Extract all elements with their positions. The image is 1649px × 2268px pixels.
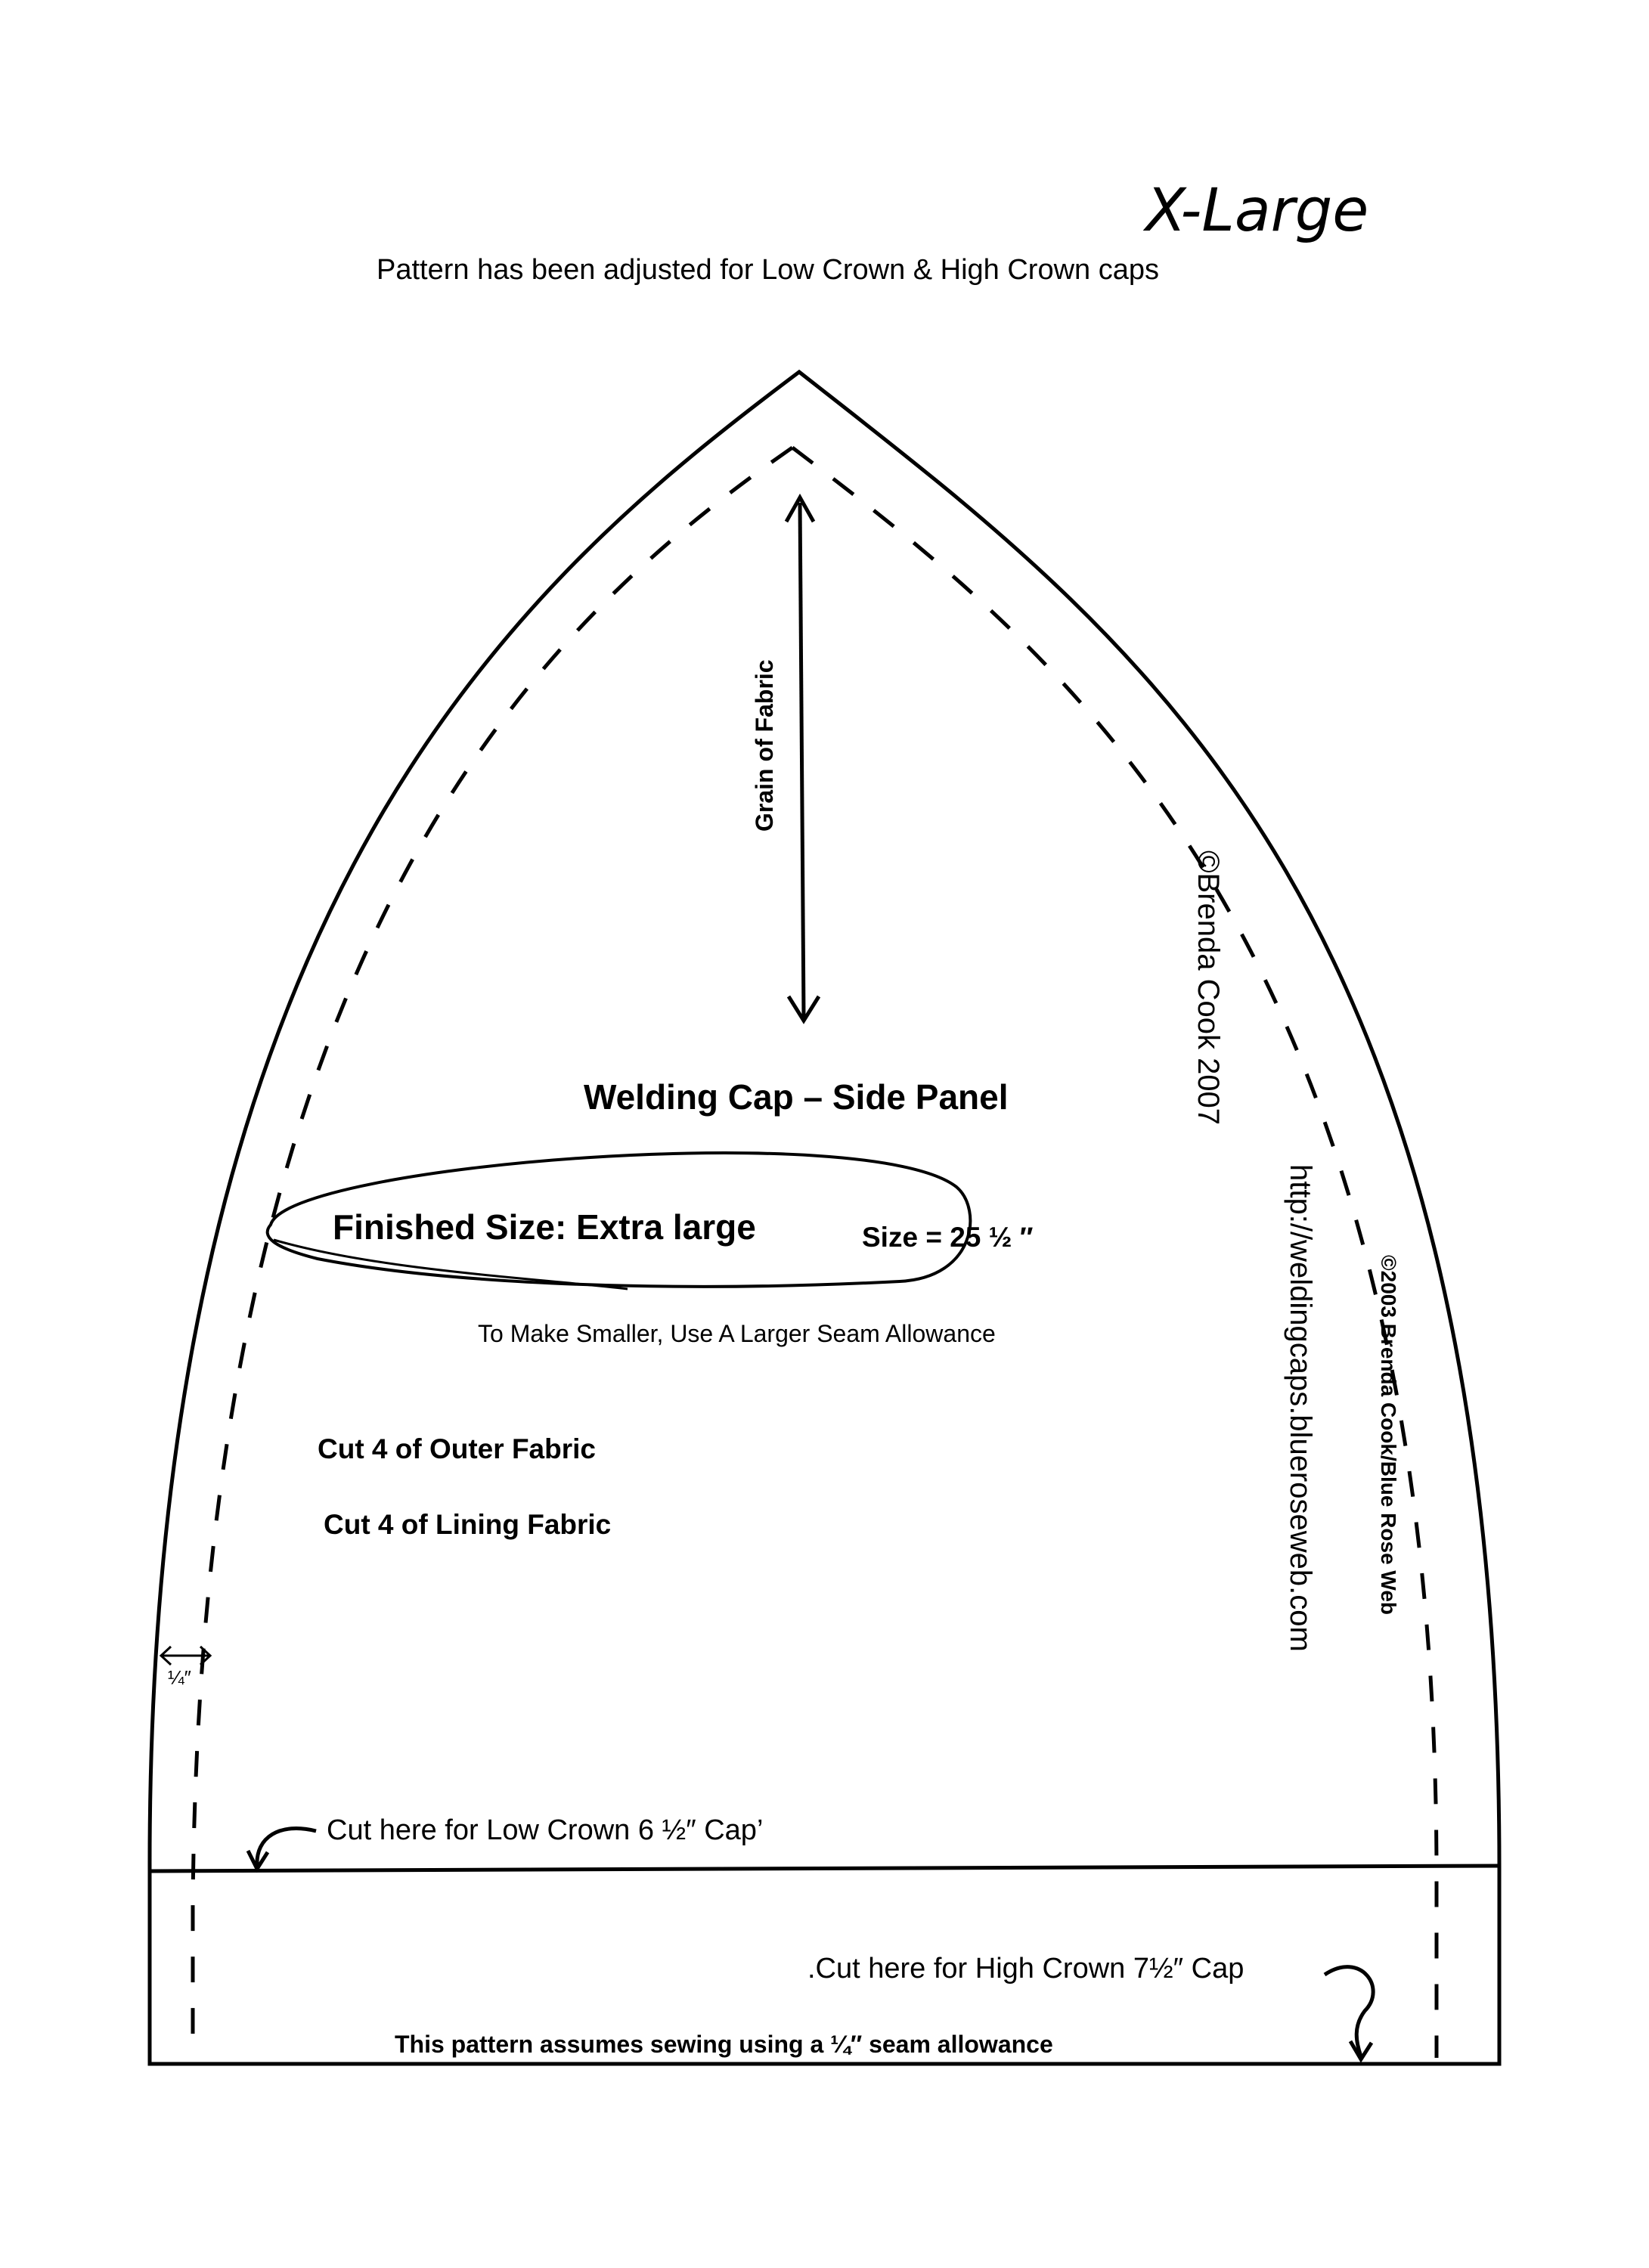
panel-outline <box>147 369 1502 2066</box>
grain-arrow-top-head <box>784 493 816 523</box>
adjust-note: Pattern has been adjusted for Low Crown … <box>377 254 1159 286</box>
grain-arrow-shaft <box>798 502 806 1018</box>
finished-size-oval-tail <box>273 1238 628 1290</box>
smaller-note: To Make Smaller, Use A Larger Seam Allow… <box>478 1320 996 1347</box>
high-crown-arrow-head <box>1348 2040 1374 2063</box>
low-crown-arrow-head <box>246 1849 270 1873</box>
seam-line <box>191 445 1439 2058</box>
assume-note: This pattern assumes sewing using a ¼″ s… <box>395 2031 1053 2058</box>
low-crown-note: Cut here for Low Crown 6 ½″ Cap’ <box>327 1814 764 1846</box>
high-crown-note: .Cut here for High Crown 7½″ Cap <box>807 1953 1244 1984</box>
site-url: http://weldingcaps.blueroseweb.com <box>1284 1164 1317 1652</box>
cut-outer: Cut 4 of Outer Fabric <box>318 1433 596 1464</box>
finished-size-oval <box>265 1151 972 1288</box>
cut-lining: Cut 4 of Lining Fabric <box>324 1509 612 1540</box>
grain-label: Grain of Fabric <box>751 659 778 832</box>
size-value: Size = 25 ½ ″ <box>862 1222 1034 1253</box>
copyright-2003: ©2003 Brenda Cook/Blue Rose Web <box>1377 1255 1400 1616</box>
grain-arrow-bottom-head <box>786 995 821 1024</box>
low-crown-cut-line <box>149 1864 1500 1873</box>
high-crown-arrow <box>1323 1965 1375 2057</box>
low-crown-arrow <box>255 1826 317 1867</box>
panel-title: Welding Cap – Side Panel <box>584 1077 1009 1117</box>
copyright-2007: ©Brenda Cook 2007 <box>1192 850 1225 1126</box>
seam-measure-left-head <box>159 1645 172 1666</box>
finished-size: Finished Size: Extra large <box>333 1207 756 1247</box>
size-label: X-Large <box>1145 177 1369 245</box>
seam-measure-right-head <box>199 1645 212 1666</box>
seam-mark: ¼″ <box>168 1666 191 1689</box>
